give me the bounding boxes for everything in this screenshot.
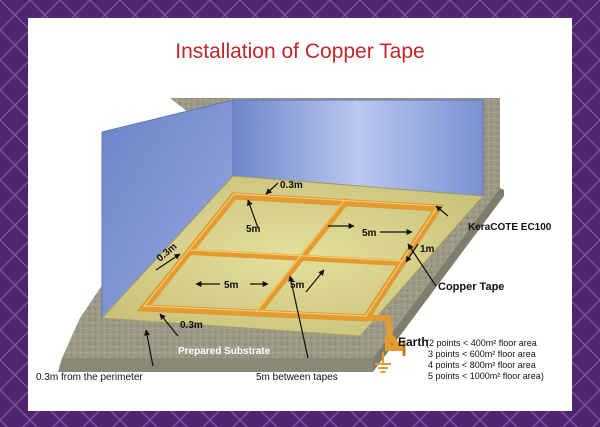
coating-label: KeraCOTE EC100 (468, 222, 552, 233)
copper-tape-grid (136, 192, 445, 351)
earth-note-3: 4 points < 800m² floor area (428, 360, 536, 370)
gap-bottom-label: 0.3m (180, 320, 203, 331)
earth-note-1: (2 points < 400m² floor area (426, 338, 537, 348)
installation-diagram: 0.3m 0.3m 0.3m 5m 5m 5m 5m 1m KeraCOTE E… (36, 98, 552, 383)
earth-note-4: 5 points < 1000m² floor area) (428, 371, 544, 381)
slide-card: Installation of Copper Tape (28, 18, 572, 411)
spacing-label-2: 5m (362, 228, 377, 239)
substrate-label: Prepared Substrate (178, 346, 271, 357)
earth-label: Earth (398, 335, 429, 349)
spacing-label-3: 5m (224, 280, 239, 291)
copper-tape-label: Copper Tape (438, 281, 504, 293)
between-note: 5m between tapes (256, 372, 338, 383)
spacing-label-1: 5m (246, 224, 261, 235)
earth-note-2: 3 points < 600m² floor area (428, 349, 536, 359)
concrete-slab-left-edge (58, 358, 373, 372)
slide-title: Installation of Copper Tape (175, 40, 425, 63)
spacing-label-4: 5m (290, 280, 305, 291)
perimeter-note: 0.3m from the perimeter (36, 372, 143, 383)
gap-top-label: 0.3m (280, 180, 303, 191)
earth-ground-icon (375, 352, 391, 373)
concrete-slab-right-edge (373, 188, 504, 372)
height-label: 1m (420, 244, 435, 255)
earth-connector (385, 336, 406, 356)
